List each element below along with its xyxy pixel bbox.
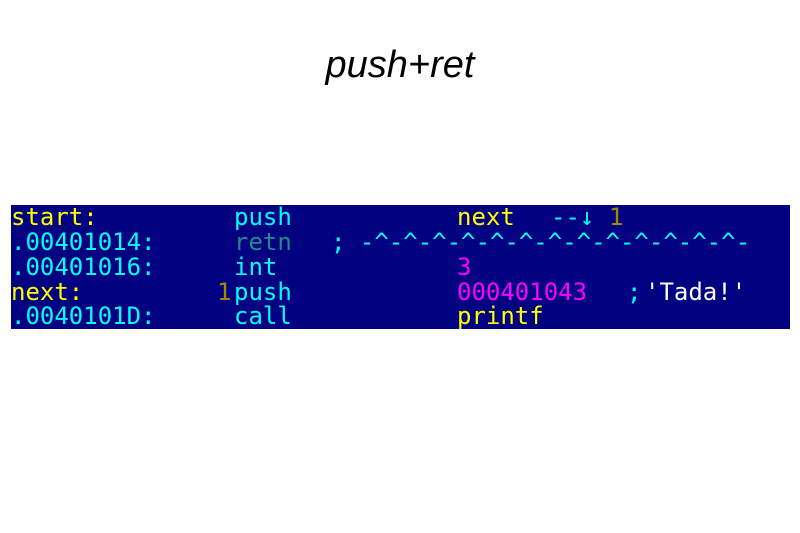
operand-function-ref[interactable]: printf [457, 302, 544, 329]
label-start[interactable]: start: [11, 205, 98, 231]
address[interactable]: .00401014: [11, 228, 156, 256]
listing-row[interactable]: .0040101D: call printf [11, 304, 790, 329]
listing-row[interactable]: start: push next --↓ 1 [11, 205, 790, 230]
operand-label-ref[interactable]: next [457, 205, 515, 231]
address[interactable]: .00401016: [11, 253, 156, 281]
mnemonic: push [234, 205, 292, 231]
disassembly-listing: start: push next --↓ 1 .00401014: retn ;… [11, 205, 790, 329]
listing-row[interactable]: next: 1 push 000401043 ; 'Tada!' [11, 280, 790, 305]
operand-immediate: 3 [457, 253, 472, 281]
string-comment: 'Tada!' [645, 278, 747, 306]
comment-separator: ; [627, 278, 642, 306]
listing-row[interactable]: .00401016: int 3 [11, 255, 790, 280]
operand-immediate[interactable]: 000401043 [457, 278, 588, 306]
address[interactable]: .0040101D: [11, 302, 156, 329]
xref-mark: 1 [217, 278, 232, 306]
jump-arrow-icon: --↓ [551, 205, 595, 231]
mnemonic: push [234, 278, 292, 306]
mnemonic: call [234, 302, 292, 329]
listing-row[interactable]: .00401014: retn ; -^-^-^-^-^-^-^-^-^-^-^… [11, 230, 790, 255]
slide-title: push+ret [325, 44, 475, 86]
xref-number: 1 [609, 205, 624, 231]
separator-comment: ; -^-^-^-^-^-^-^-^-^-^-^-^-^- [331, 228, 751, 256]
mnemonic: retn [234, 228, 292, 256]
mnemonic: int [234, 253, 278, 281]
label-next[interactable]: next: [11, 278, 84, 306]
